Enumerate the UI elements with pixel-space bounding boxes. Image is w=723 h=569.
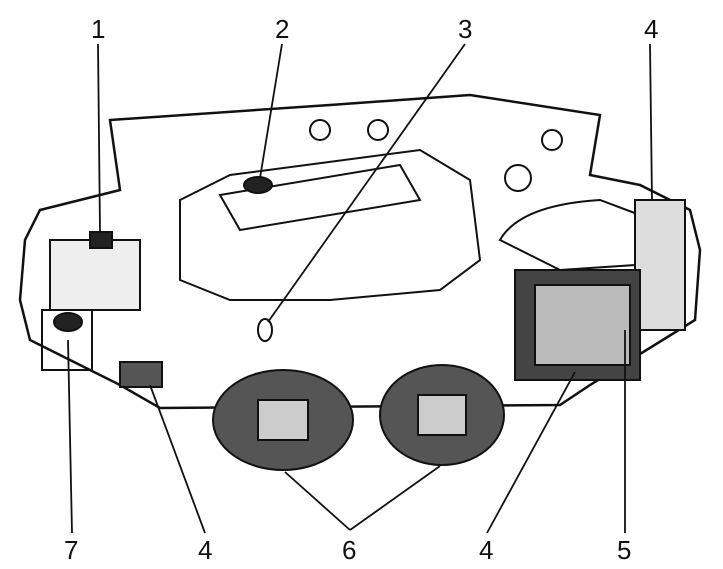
air-cleaner (498, 198, 642, 272)
callout-2: 2 (275, 14, 290, 44)
callout-4-fuse-box: 4 (644, 14, 659, 44)
callout-4-battery-side: 4 (479, 535, 494, 565)
callout-6: 6 (342, 535, 357, 565)
oil-dipstick (257, 318, 273, 342)
compartment-outline (18, 93, 702, 410)
coolant-reservoir (49, 239, 141, 311)
callout-5: 5 (617, 535, 632, 565)
front-wheels (212, 364, 505, 471)
callout-1: 1 (91, 14, 106, 44)
fuse-box-right (634, 199, 686, 331)
callout-7: 7 (64, 535, 79, 565)
callout-3: 3 (458, 14, 473, 44)
oil-filler-cap (243, 176, 273, 194)
leader-lines (67, 43, 653, 534)
engine-block (179, 148, 482, 301)
callout-4-relay-left: 4 (198, 535, 213, 565)
cylinder-caps (309, 119, 563, 192)
washer-reservoir (41, 309, 93, 371)
relay-box-left (119, 361, 163, 388)
valve-cover (218, 163, 422, 232)
